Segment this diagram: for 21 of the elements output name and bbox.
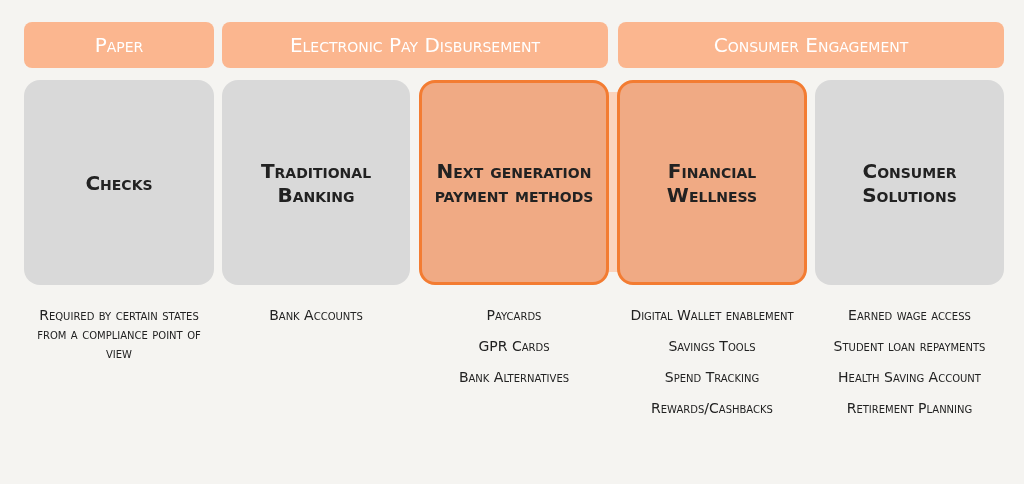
item-text: Paycards	[485, 306, 543, 325]
category-box: Financial Wellness	[617, 80, 807, 285]
category-header: Consumer Engagement	[618, 22, 1004, 68]
item-text: Savings Tools	[667, 337, 757, 356]
item-text: Digital Wallet enablement	[629, 306, 795, 325]
item-text: Retirement Planning	[845, 399, 974, 418]
category-box: Checks	[24, 80, 214, 285]
item-text: Student loan repayments	[832, 337, 987, 356]
item-text: Rewards/Cashbacks	[650, 399, 774, 418]
category-box: Traditional Banking	[222, 80, 410, 285]
category-header: Paper	[24, 22, 214, 68]
item-text: Spend Tracking	[663, 368, 761, 387]
category-header: Electronic Pay Disbursement	[222, 22, 608, 68]
category-box: Consumer Solutions	[815, 80, 1004, 285]
item-text: Bank Alternatives	[457, 368, 571, 387]
item-text: Bank Accounts	[268, 306, 364, 325]
item-text: Required by certain states from a compliance point of view	[36, 306, 202, 363]
item-text: Health Saving Account	[837, 368, 982, 387]
item-text: Earned wage access	[847, 306, 972, 325]
category-box: Next generation payment methods	[419, 80, 609, 285]
item-text: GPR Cards	[477, 337, 551, 356]
